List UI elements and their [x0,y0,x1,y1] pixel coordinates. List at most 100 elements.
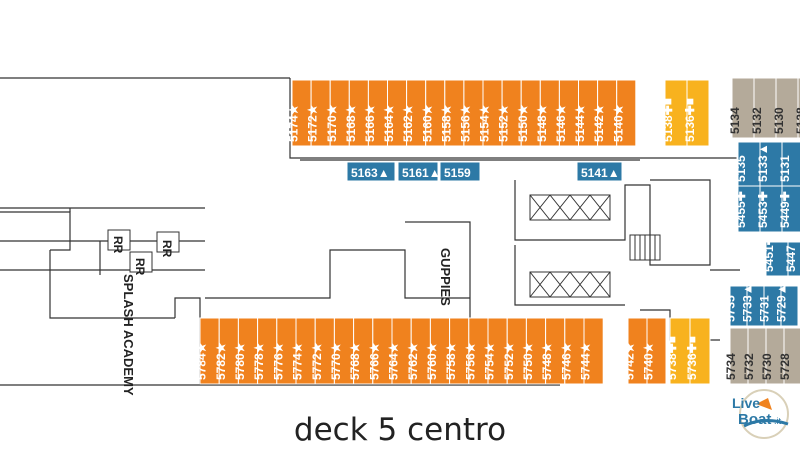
cabin-box [439,161,481,182]
cabin-number: 5162★ [401,104,415,142]
cabin-number: 5770★ [329,342,343,380]
cabin-number: 5778★ [252,342,266,380]
cabin-lower-orange-19: 5746★ [559,317,585,385]
cabin-box [783,327,800,385]
splash-academy-label: SPLASH ACADEMY [121,274,136,396]
cabin-upper-orange-14: 5146★ [554,79,580,147]
cabin-number: 5764★ [387,342,401,380]
cabin-number: 5746★ [559,342,573,380]
cabin-blue-upper-row-1: 5161▲ [397,161,441,182]
cabin-lower-orange-2: 5780★ [233,317,259,385]
cabin-number: 5733▲ [741,283,755,322]
cabin-number: 5754★ [483,342,497,380]
cabin-lower-orange-4: 5776★ [271,317,297,385]
cabin-number: 5728 [778,353,792,380]
cabin-upper-yellow-1: 5136✚■ [683,79,710,147]
cabin-upper-orange-3: 5168★ [344,79,369,147]
cabin-box [787,241,800,277]
restroom-box-2 [129,251,153,273]
cabin-number: 5135 [734,155,748,182]
cabin-lower-orange-10: 5764★ [387,317,412,385]
cabin-upper-orange-0: 5174★ [287,79,312,147]
cabin-lower-orange-18: 5748★ [540,317,566,385]
cabin-number: 5131 [778,155,792,182]
cabin-box [576,161,623,182]
cabin-number: 5170★ [325,104,339,142]
cabin-number: 5774★ [291,342,305,380]
cabin-number: 5449✚ [778,191,792,228]
cabin-lower-grey-0: 5734 [724,327,749,385]
cabin-blue-upper-row-0: 5163▲ [346,161,396,182]
cabin-upper-orange-2: 5170★ [325,79,350,147]
cabin-number: 5163▲ [351,166,390,180]
cabin-blue-right-low-1: 5447 [784,241,800,277]
cabin-number: 5736✚■ [685,336,699,380]
cabin-number: 5168★ [344,104,358,142]
cabin-number: 5784★ [195,342,209,380]
cabin-number: 5172★ [306,104,320,142]
cabin-number: 5772★ [310,342,324,380]
cabin-number: 5782★ [214,342,228,380]
cabin-blue-right-bottom-2: 5731 [758,285,782,327]
cabin-upper-orange-7: 5160★ [420,79,446,147]
cabin-upper-orange-17: 5140★ [611,79,637,147]
cabin-lower-orange-14: 5756★ [463,317,489,385]
cabin-lower-orange-17: 5750★ [521,317,547,385]
cabin-number: 5744★ [579,342,593,380]
cabin-number: 5756★ [463,342,477,380]
cabin-number: 5154★ [478,104,492,142]
cabin-blue-right-low-0: 5451✚ [762,235,789,277]
cabin-number: 5760★ [425,342,439,380]
logo-line1: Live [732,395,760,411]
cabin-upper-orange-1: 5172★ [306,79,331,147]
restroom-label-2: RR [133,258,147,276]
elevator-banks [529,194,661,298]
cabin-blue-right-mid-0: 5455✚ [734,185,761,233]
cabin-lower-yellow-1: 5736✚■ [685,317,711,385]
cabin-number: 5148★ [535,104,549,142]
cabin-number: 5766★ [367,342,381,380]
cabin-upper-yellow-0: 5138✚■ [661,79,688,147]
cabin-number: 5158★ [439,104,453,142]
rooms: RR RR RR SPLASH ACADEMY GUPPIES [107,229,453,396]
cabin-lower-yellow-0: 5738✚■ [665,317,691,385]
cabin-upper-grey-top-3: 5128 [794,77,800,139]
cabin-box [646,317,667,385]
cabin-number: 5447 [784,245,798,272]
cabin-upper-orange-5: 5164★ [382,79,408,147]
cabin-number: 5758★ [444,342,458,380]
cabin-number: 5150★ [516,104,530,142]
cabin-number: 5166★ [363,104,377,142]
cabin-number: 5146★ [554,104,568,142]
cabin-number: 5742★ [623,342,637,380]
deck-plan: RR RR RR SPLASH ACADEMY GUPPIES 5174★517… [0,77,800,396]
cabin-number: 5141▲ [581,166,620,180]
cabin-upper-grey-top-2: 5130 [772,77,799,139]
cabin-number: 5734 [724,353,738,380]
cabin-box [397,161,439,182]
cabin-number: 5731 [758,295,772,322]
cabins: 5174★5172★ 5170★ 5168★ 5166★ 5164★5162★ 5160★… [195,77,800,385]
cabin-number: 5453✚ [756,191,770,228]
cabin-upper-orange-12: 5150★ [516,79,541,147]
cabin-number: 5130 [772,107,786,134]
cabin-box [781,185,800,233]
cabin-box [689,317,711,385]
cabin-number: 5451✚ [762,235,776,272]
cabin-number: 5144★ [573,104,587,142]
cabin-number: 5152★ [497,104,511,142]
cabin-number: 5748★ [540,342,554,380]
restroom-label-1: RR [160,240,174,258]
cabin-number: 5134 [728,107,742,134]
cabin-box [583,317,604,385]
cabin-lower-orange-12: 5760★ [425,317,451,385]
cabin-upper-orange-8: 5158★ [439,79,465,147]
liveboat-logo: Live Boat .it [732,389,789,439]
cabin-upper-orange-4: 5166★ [363,79,388,147]
cabin-lower-orange-3: 5778★ [252,317,278,385]
cabin-lower-grey-1: 5732 [742,327,767,385]
cabin-number: 5740★ [642,342,656,380]
cabin-upper-orange-15: 5144★ [573,79,599,147]
cabin-box [686,79,710,147]
cabin-lower-orange-15: 5754★ [483,317,508,385]
